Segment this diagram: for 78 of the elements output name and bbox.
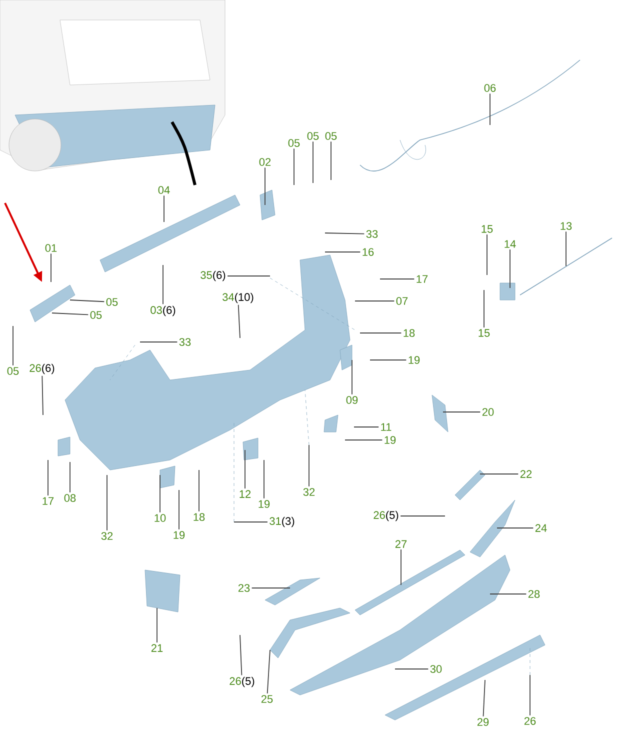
callout-number: 05 [325, 132, 337, 140]
callout-number: 05 [106, 298, 118, 306]
callout-number: 01 [45, 244, 57, 252]
leader-line [162, 264, 164, 305]
leader-line [198, 470, 200, 512]
leader-line [244, 450, 246, 489]
callout-number: 18 [194, 513, 205, 521]
leader-line [354, 426, 380, 428]
leader-line [106, 474, 108, 531]
callout-number: 02 [259, 158, 271, 166]
callout-number: 21 [151, 644, 163, 652]
leader-line [50, 253, 52, 282]
callout-number: 26 [524, 717, 536, 725]
callout-number: 26(6) [30, 364, 54, 374]
leader-line [178, 490, 180, 530]
leader-line [264, 167, 266, 206]
callout-number: 11 [381, 423, 392, 431]
callout-number: 10 [154, 514, 166, 522]
leader-line [308, 444, 310, 487]
leader-line [324, 232, 365, 234]
leader-line [394, 668, 429, 670]
callout-number: 15 [482, 225, 493, 233]
callout-number: 07 [396, 297, 408, 305]
leader-line [486, 234, 488, 276]
leader-line [360, 332, 402, 334]
leader-line [156, 608, 158, 643]
leader-line [354, 300, 395, 302]
callout-number: 18 [404, 329, 415, 337]
callout-number: 19 [258, 500, 270, 508]
callout-number: 08 [64, 494, 76, 502]
callout-number: 16 [362, 248, 374, 256]
callout-number: 19 [408, 356, 420, 364]
callout-number: 20 [482, 408, 494, 416]
callout-number: 34(10) [222, 292, 254, 304]
callout-number: 33 [179, 338, 191, 346]
leader-line [238, 304, 240, 338]
callout-number: 28 [528, 590, 540, 598]
leader-line [12, 326, 14, 366]
leader-line [380, 278, 415, 280]
callout-number: 25 [261, 695, 273, 703]
callout-number: 30 [430, 665, 442, 673]
callout-number: 04 [158, 186, 170, 194]
callout-number: 14 [504, 240, 516, 248]
leader-line [52, 312, 89, 316]
callout-number: 35(6) [200, 270, 226, 282]
callout-number: 23 [238, 584, 250, 592]
leader-line [240, 634, 242, 676]
leader-line [70, 300, 105, 302]
callout-number: 24 [535, 524, 547, 532]
callout-number: 13 [560, 222, 572, 230]
callout-number: 31(3) [270, 516, 294, 528]
leader-line [266, 650, 270, 694]
callout-number: 05 [90, 311, 102, 319]
leader-line [42, 375, 44, 416]
callout-number: 03(6) [150, 306, 176, 316]
callout-number: 09 [346, 396, 358, 404]
leader-line [482, 680, 486, 717]
leader-line [312, 141, 314, 184]
callout-number: 12 [240, 490, 251, 498]
callout-number: 06 [484, 84, 496, 92]
callout-number: 05 [288, 139, 300, 147]
callout-number: 05 [307, 132, 319, 140]
callout-number: 33 [366, 230, 378, 238]
callout-number: 17 [42, 497, 54, 505]
callout-number: 22 [520, 470, 532, 478]
callout-number: 26(5) [230, 676, 254, 688]
callout-number: 29 [477, 718, 489, 726]
callout-number: 19 [384, 436, 396, 444]
leader-line [330, 141, 332, 180]
callout-number: 27 [395, 540, 407, 548]
callout-number: 15 [478, 329, 490, 337]
callout-number: 32 [303, 488, 315, 496]
callout-number: 05 [7, 367, 19, 375]
callout-number: 19 [174, 531, 185, 539]
callout-number: 17 [416, 275, 428, 283]
callout-number: 26(5) [374, 510, 398, 522]
callout-number: 32 [101, 532, 113, 540]
leader-line [400, 549, 402, 586]
